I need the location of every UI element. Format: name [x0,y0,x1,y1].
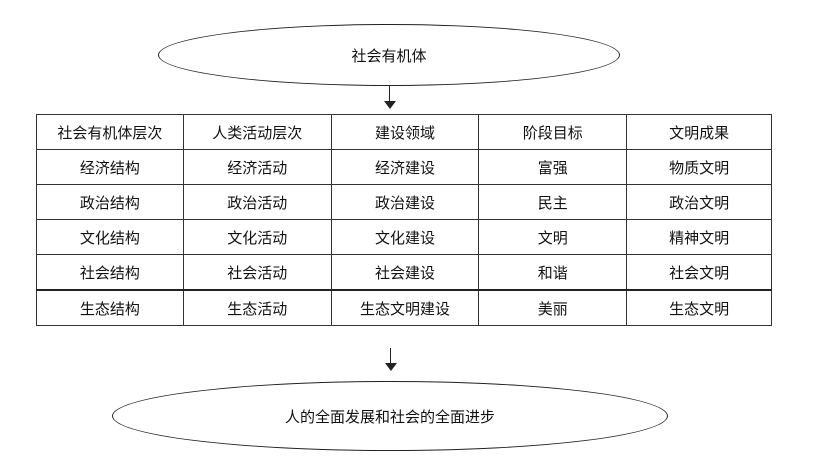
table-cell: 经济建设 [330,149,480,185]
table-row: 政治结构 政治活动 政治建设 民主 政治文明 [36,184,772,220]
header-cell: 文明成果 [626,114,772,150]
table-row: 生态结构 生态活动 生态文明建设 美丽 生态文明 [36,289,772,326]
table-cell: 社会结构 [36,254,184,291]
header-cell: 阶段目标 [478,114,628,150]
table-cell: 政治建设 [330,184,480,220]
structure-table: 社会有机体层次 人类活动层次 建设领域 阶段目标 文明成果 经济结构 经济活动 … [36,114,772,326]
table-cell: 政治文明 [626,184,772,220]
top-node-ellipse: 社会有机体 [158,24,620,86]
header-cell: 人类活动层次 [182,114,332,150]
table-cell: 文化活动 [182,219,332,255]
table-cell: 政治活动 [182,184,332,220]
table-cell: 生态活动 [182,289,332,326]
table-cell: 政治结构 [36,184,184,220]
table-row: 文化结构 文化活动 文化建设 文明 精神文明 [36,219,772,255]
table-row: 经济结构 经济活动 经济建设 富强 物质文明 [36,149,772,185]
bottom-node-label: 人的全面发展和社会的全面进步 [284,407,495,426]
table-cell: 社会建设 [330,254,480,291]
table-cell: 经济结构 [36,149,184,185]
table-cell: 生态文明 [626,289,772,326]
down-arrow-top [384,86,396,110]
table-cell: 富强 [478,149,628,185]
table-cell: 民主 [478,184,628,220]
bottom-node-ellipse: 人的全面发展和社会的全面进步 [112,381,668,451]
table-cell: 文化结构 [36,219,184,255]
table-cell: 文化建设 [330,219,480,255]
table-cell: 美丽 [478,289,628,326]
table-cell: 社会活动 [182,254,332,291]
table-cell: 和谐 [478,254,628,291]
table-header-row: 社会有机体层次 人类活动层次 建设领域 阶段目标 文明成果 [36,114,772,150]
header-cell: 建设领域 [330,114,480,150]
table-cell: 文明 [478,219,628,255]
down-arrow-bottom [385,348,397,372]
top-node-label: 社会有机体 [351,46,427,65]
table-cell: 生态结构 [36,289,184,326]
table-cell: 生态文明建设 [330,289,480,326]
header-cell: 社会有机体层次 [36,114,184,150]
table-row: 社会结构 社会活动 社会建设 和谐 社会文明 [36,254,772,291]
table-cell: 物质文明 [626,149,772,185]
table-cell: 经济活动 [182,149,332,185]
table-cell: 社会文明 [626,254,772,291]
table-cell: 精神文明 [626,219,772,255]
